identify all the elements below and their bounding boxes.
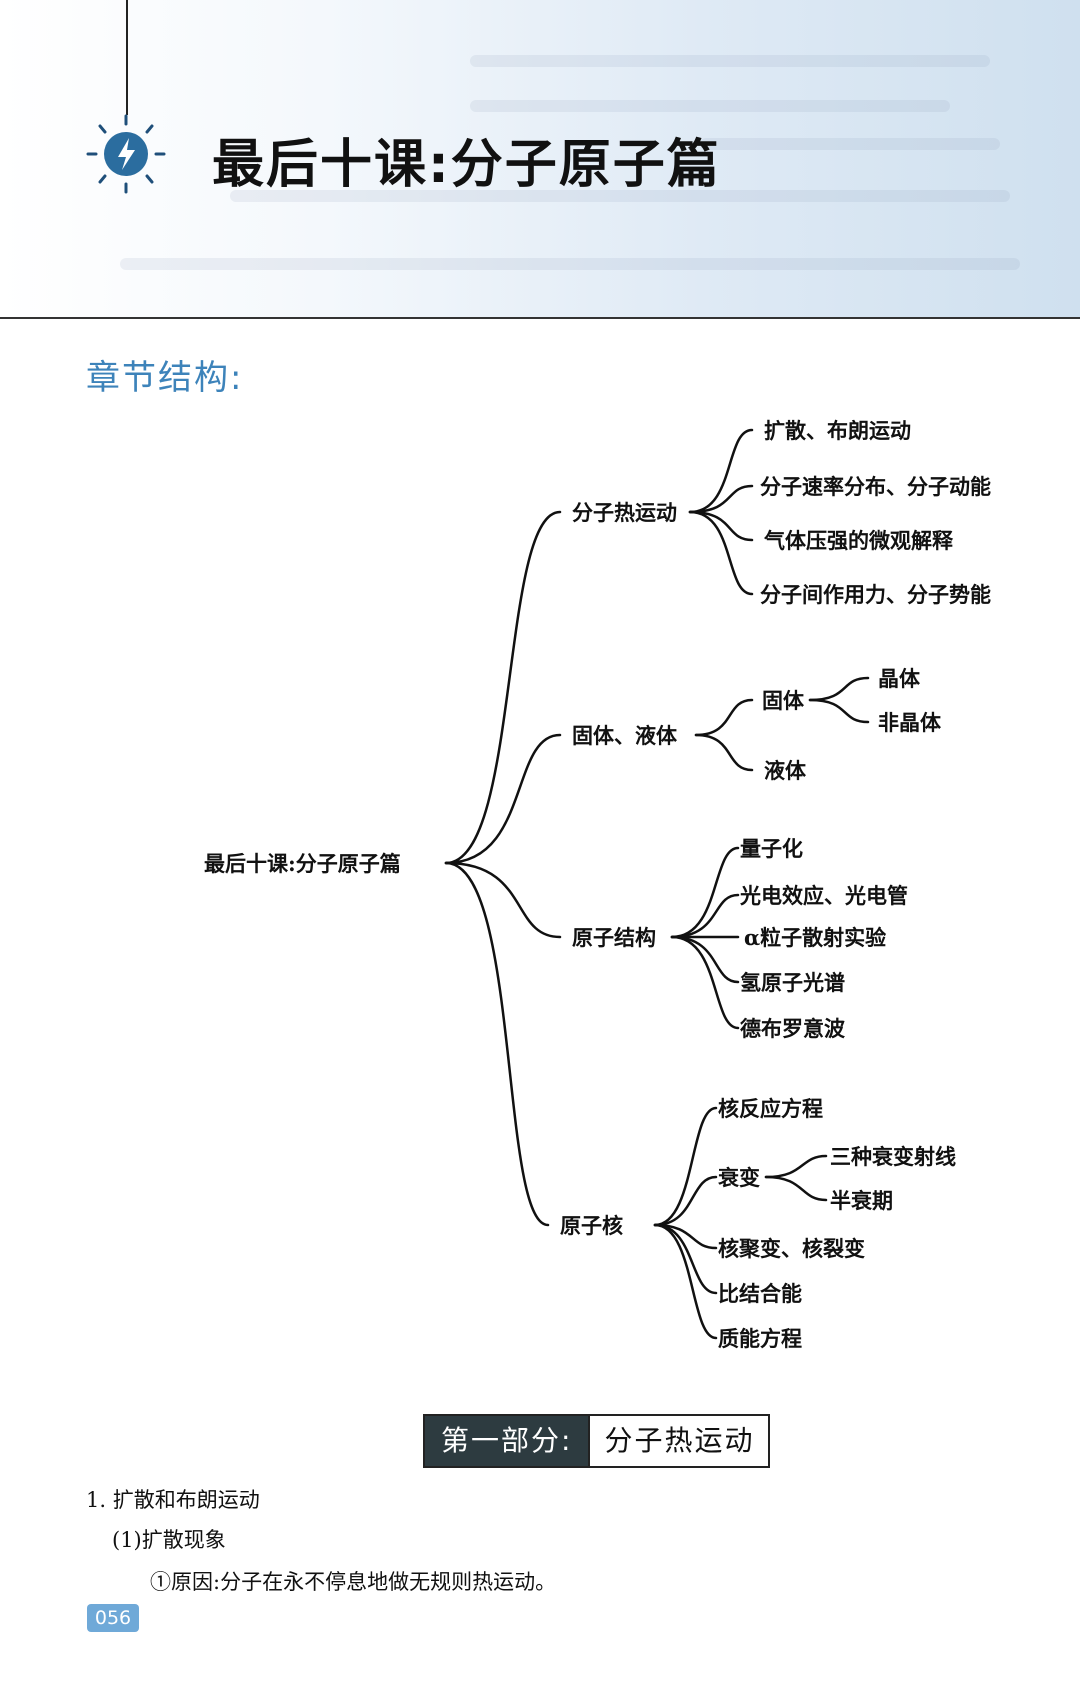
- mindmap-node: 光电效应、光电管: [740, 883, 908, 908]
- mindmap-node: 半衰期: [830, 1188, 893, 1213]
- mindmap-branch-atomic-structure: 原子结构: [572, 925, 656, 950]
- faint-backdrop-text: [230, 190, 1010, 202]
- body-heading-1: 1. 扩散和布朗运动: [86, 1488, 260, 1512]
- mindmap-node: 核聚变、核裂变: [718, 1236, 865, 1261]
- mindmap-node: 固体: [762, 688, 804, 713]
- faint-backdrop-text: [470, 55, 990, 67]
- mindmap-node: 三种衰变射线: [830, 1144, 956, 1169]
- mindmap-node: 分子速率分布、分子动能: [760, 474, 991, 499]
- mindmap-root: 最后十课:分子原子篇: [204, 851, 401, 876]
- mindmap-node: 量子化: [740, 836, 803, 861]
- faint-backdrop-text: [700, 138, 1000, 150]
- mindmap-node: 晶体: [878, 666, 920, 691]
- mindmap-node: 液体: [764, 758, 806, 783]
- page-title: 最后十课:分子原子篇: [212, 135, 721, 195]
- mindmap-connectors: [444, 428, 870, 1340]
- part-name: 分子热运动: [588, 1416, 769, 1466]
- mindmap-node: 德布罗意波: [740, 1016, 845, 1041]
- mindmap-branch-nucleus: 原子核: [560, 1213, 623, 1238]
- mindmap-node: 扩散、布朗运动: [764, 418, 911, 443]
- mindmap-node: 非晶体: [878, 710, 941, 735]
- body-paragraph: ①原因:分子在永不停息地做无规则热运动。: [150, 1570, 557, 1594]
- mindmap-node: 分子间作用力、分子势能: [760, 582, 991, 607]
- part-banner: 第一部分: 分子热运动: [423, 1414, 771, 1468]
- mindmap-branch-solid-liquid: 固体、液体: [572, 723, 677, 748]
- header-divider: [0, 317, 1080, 319]
- mindmap-node: 比结合能: [718, 1281, 802, 1306]
- body-heading-2: (1)扩散现象: [112, 1528, 226, 1552]
- mindmap-node: 衰变: [718, 1165, 760, 1190]
- mindmap-node: α粒子散射实验: [744, 925, 887, 950]
- mindmap-node: 气体压强的微观解释: [764, 528, 953, 553]
- page-number: 056: [87, 1604, 139, 1632]
- chapter-mindmap: 最后十课:分子原子篇 分子热运动 扩散、布朗运动 分子速率分布、分子动能 气体压…: [0, 400, 1080, 1360]
- faint-backdrop-text: [120, 258, 1020, 270]
- mindmap-node: 质能方程: [718, 1326, 802, 1351]
- mindmap-branch-molecular-motion: 分子热运动: [572, 500, 677, 525]
- bulb-wire: [126, 0, 128, 115]
- section-heading: 章节结构:: [86, 358, 244, 398]
- mindmap-node: 核反应方程: [718, 1096, 823, 1121]
- mindmap-node: 氢原子光谱: [740, 970, 845, 995]
- header-background: [0, 0, 1080, 318]
- lightbulb-icon: [84, 112, 168, 200]
- faint-backdrop-text: [470, 100, 950, 112]
- part-label: 第一部分:: [425, 1416, 589, 1466]
